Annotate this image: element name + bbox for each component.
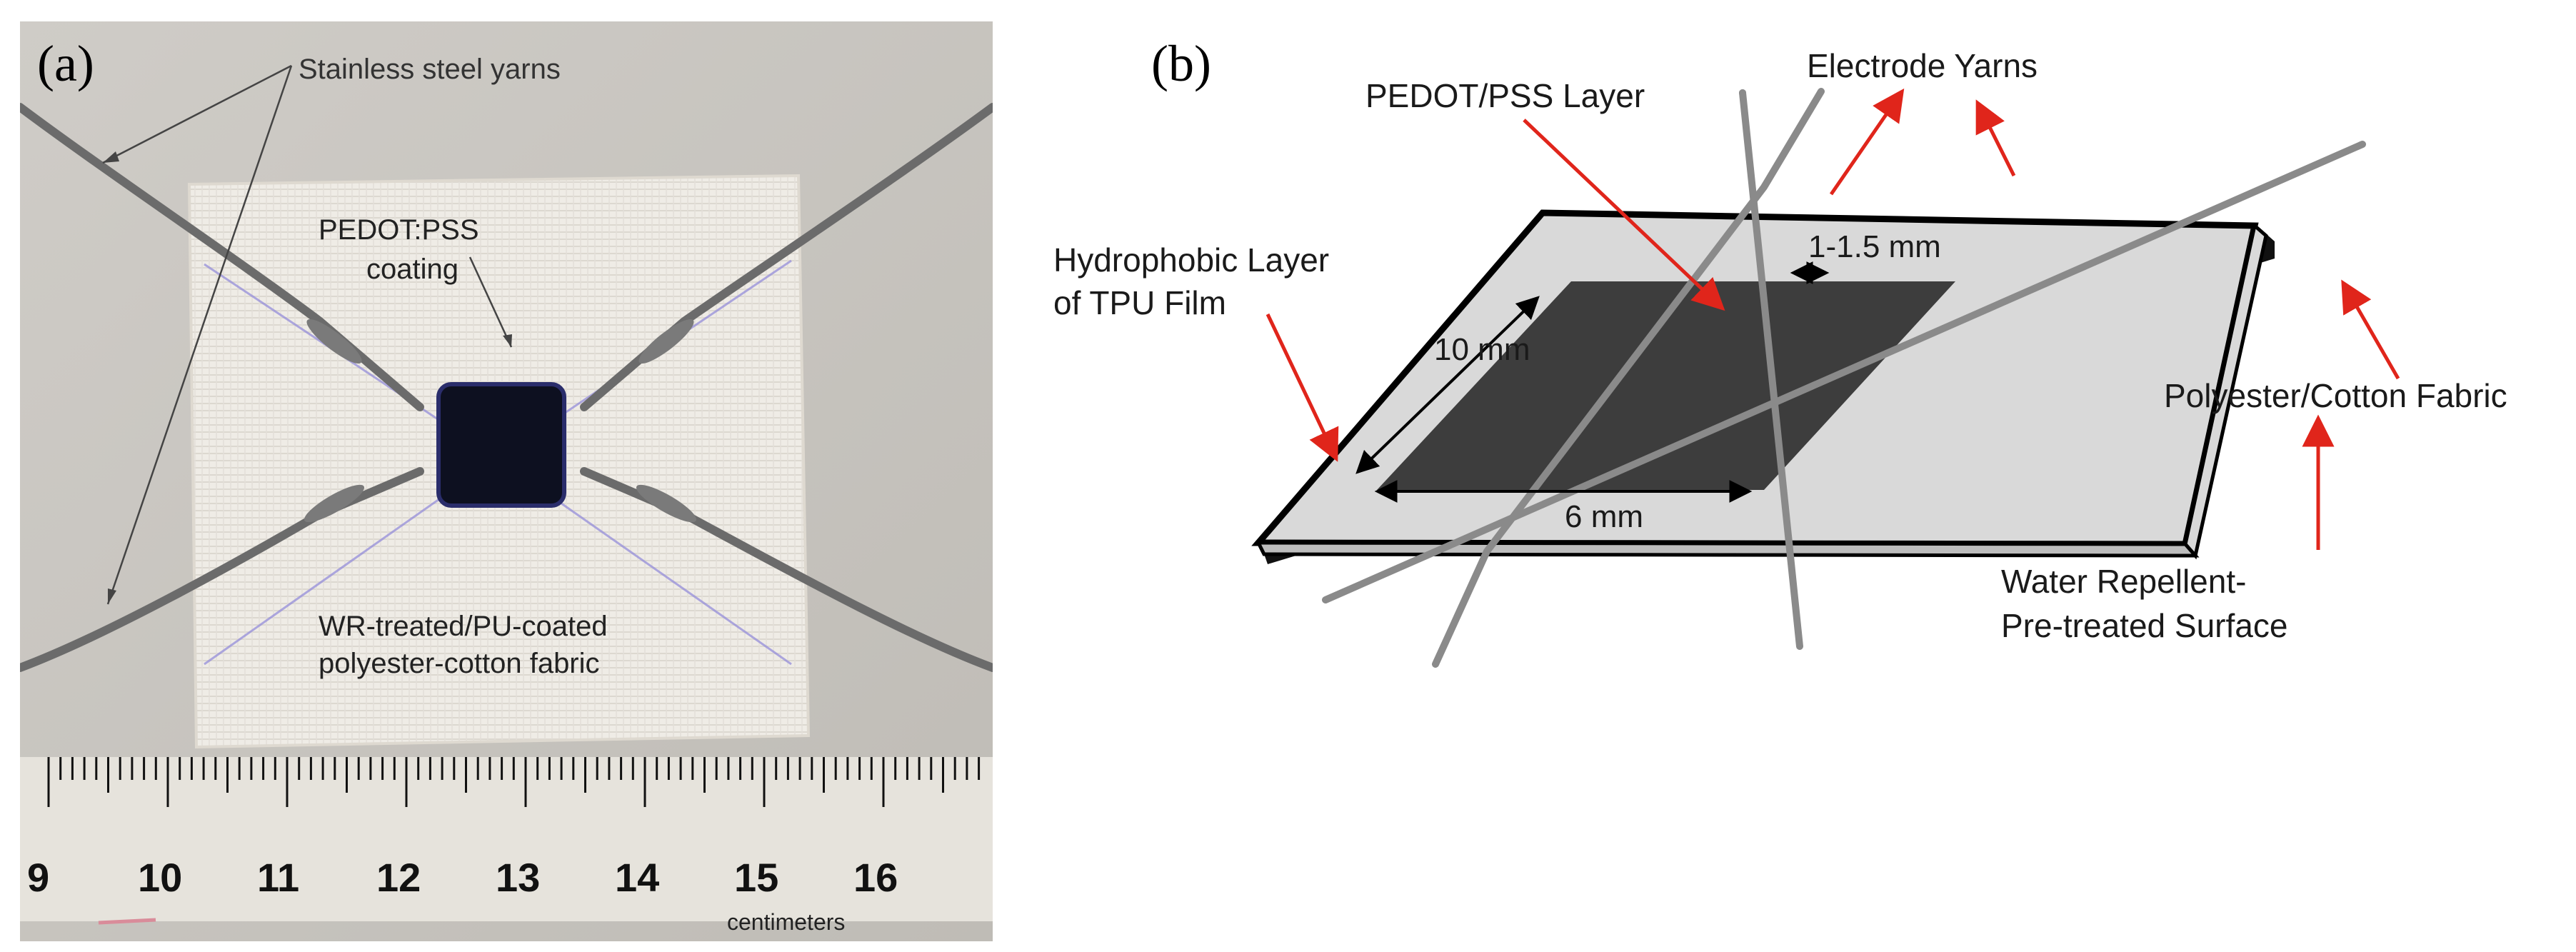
yarns-label: Stainless steel yarns — [299, 54, 561, 85]
annotation-arrows — [102, 64, 513, 605]
stainless-steel-yarns — [16, 103, 997, 672]
ruler-ticks — [47, 757, 981, 807]
electrode-yarn-2 — [1322, 141, 2366, 603]
ruler-number: 15 — [734, 855, 778, 900]
water-repellent-label-line2: Pre-treated Surface — [2001, 607, 2287, 644]
ruler-number: 16 — [853, 855, 898, 900]
ruler-number: 12 — [376, 855, 421, 900]
width-label: 6 mm — [1565, 499, 1643, 534]
ruler-number: 11 — [257, 855, 299, 900]
coating-label-line2: coating — [366, 254, 458, 285]
length-dimension — [1355, 296, 1540, 474]
pedot-pss-label: PEDOT/PSS Layer — [1365, 77, 1645, 114]
electrode-yarn-3 — [1432, 88, 1825, 668]
ruler-number: 9 — [27, 855, 49, 900]
electrode-arrow-2 — [1975, 99, 2016, 177]
sensor-schematic: PEDOT/PSS Layer Electrode Yarns Hydropho… — [1053, 47, 2507, 668]
length-label: 10 mm — [1434, 332, 1530, 367]
yarn-sections — [304, 319, 696, 523]
schematic-panel: PEDOT/PSS Layer Electrode Yarns Hydropho… — [1028, 0, 2576, 948]
photo-panel: Stainless steel yarns PEDOT:PSS coating … — [16, 21, 997, 941]
fabric-label-line1: WR-treated/PU-coated — [319, 611, 608, 642]
hydrophobic-label-line1: Hydrophobic Layer — [1053, 241, 1329, 279]
ruler-number: 10 — [138, 855, 182, 900]
pedot-coating-patch — [436, 382, 566, 508]
gap-label: 1-1.5 mm — [1808, 229, 1941, 264]
pedot-arrow — [1523, 119, 1725, 311]
fabric-label: Polyester/Cotton Fabric — [2164, 377, 2507, 414]
water-repellent-label-line1: Water Repellent- — [2001, 563, 2246, 600]
ruler-number: 13 — [496, 855, 540, 900]
coating-label-line1: PEDOT:PSS — [319, 214, 479, 246]
ruler-number: 14 — [615, 855, 659, 900]
fabric-label-line2: polyester-cotton fabric — [319, 648, 600, 679]
electrode-arrow-1 — [1829, 88, 1905, 196]
panel-a-label: (a) — [37, 35, 94, 92]
leader-arrows — [1266, 88, 2400, 550]
annotation-arrowheads — [103, 151, 512, 604]
electrode-yarns — [1322, 88, 2366, 668]
pink-mark — [98, 918, 156, 925]
layer-front-edge — [1255, 541, 2200, 558]
hydrophobic-arrow — [1266, 313, 1339, 462]
panel-b-label: (b) — [1151, 35, 1211, 92]
ruler-numbers: 9 10 11 12 13 14 15 16 — [27, 855, 898, 900]
ruler — [20, 757, 993, 921]
electrode-yarns-label: Electrode Yarns — [1807, 47, 2038, 84]
hydrophobic-label-line2: of TPU Film — [1053, 284, 1226, 321]
sample-photo: Stainless steel yarns PEDOT:PSS coating … — [16, 21, 997, 941]
ruler-unit: centimeters — [727, 909, 845, 935]
electrode-yarn-1 — [1739, 89, 1803, 650]
fabric-arrow — [2341, 279, 2400, 380]
